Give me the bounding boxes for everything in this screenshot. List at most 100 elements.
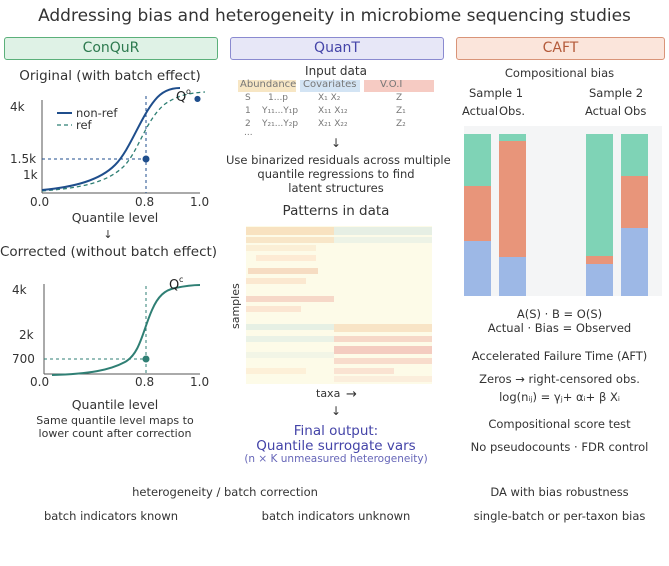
heatmap-ylabel: samples bbox=[229, 283, 242, 329]
xtick-b-0: 0.0 bbox=[30, 375, 49, 389]
s2-obs-blue bbox=[621, 228, 648, 296]
col-covariates: Covariates bbox=[303, 79, 357, 90]
ytick-1k: 1k bbox=[23, 168, 38, 182]
xtick-b-08: 0.8 bbox=[135, 375, 154, 389]
corrected-title: Corrected (without batch effect) bbox=[0, 244, 218, 260]
heat-cell bbox=[248, 268, 318, 274]
heat-cell bbox=[246, 237, 334, 243]
input-title: Input data bbox=[305, 64, 367, 78]
down-arrow: ↓ bbox=[103, 228, 113, 241]
nonref-curve bbox=[41, 87, 181, 191]
row-head-z: Z bbox=[396, 93, 403, 103]
heat-cell bbox=[246, 278, 306, 284]
heat-cell bbox=[246, 336, 334, 342]
row1-s: 1 bbox=[245, 106, 251, 116]
q-sup-bottom: c bbox=[179, 275, 183, 284]
original-title: Original (with batch effect) bbox=[19, 68, 201, 84]
ytick-4k: 4k bbox=[10, 100, 25, 114]
ytick-b-2k: 2k bbox=[19, 328, 34, 342]
heat-cell bbox=[246, 324, 334, 330]
s1-obs-orange bbox=[499, 141, 526, 257]
s1-actual: Actual bbox=[462, 104, 499, 118]
footer-quant-2: batch indicators unknown bbox=[261, 509, 411, 523]
col-abundance: Abundance bbox=[240, 79, 297, 90]
quant-arrow: ↓ bbox=[330, 136, 342, 150]
q-sup-top: o bbox=[186, 87, 191, 96]
quant-desc-1: Use binarized residuals across multiple bbox=[226, 153, 451, 167]
heat-cell bbox=[256, 255, 316, 261]
heat-cell bbox=[334, 237, 432, 243]
xlabel-top: Quantile level bbox=[71, 210, 159, 225]
final-label: Final output: bbox=[293, 423, 379, 439]
legend-ref: ref bbox=[76, 118, 93, 132]
heat-cell bbox=[246, 296, 334, 302]
row2-z: Z₂ bbox=[396, 119, 406, 129]
col-voi: V.O.I bbox=[380, 79, 403, 90]
voi-chip bbox=[364, 80, 434, 92]
s1-actual-green bbox=[464, 134, 491, 186]
heat-cell bbox=[334, 368, 394, 374]
s2-actual-orange bbox=[586, 256, 613, 264]
conqur-caption-2: lower count after correction bbox=[38, 427, 192, 440]
heat-cell bbox=[246, 245, 316, 251]
heatmap-xarrow: → bbox=[346, 387, 357, 402]
s2-obs-green bbox=[621, 134, 648, 176]
s1-actual-orange bbox=[464, 186, 491, 241]
caft-header: CAFT bbox=[456, 37, 665, 60]
log-equation: log(nᵢⱼ) = γⱼ+ αᵢ+ β Xᵢ bbox=[499, 390, 620, 404]
s2-actual-blue bbox=[586, 264, 613, 296]
s1-obs: Obs. bbox=[499, 104, 525, 118]
s2-actual-green bbox=[586, 134, 613, 256]
row-dots: ... bbox=[244, 128, 253, 138]
bias-equation-words: Actual · Bias = Observed bbox=[487, 321, 632, 335]
patterns-title: Patterns in data bbox=[282, 203, 390, 219]
comp-bias: Compositional bias bbox=[504, 66, 615, 80]
s1-actual-blue bbox=[464, 241, 491, 296]
footer-caft-2: single-batch or per-taxon bias bbox=[473, 509, 646, 523]
final-desc: (n × K unmeasured heterogeneity) bbox=[244, 453, 428, 465]
corrected-curve bbox=[51, 284, 201, 376]
ytick-b-4k: 4k bbox=[12, 283, 27, 297]
heat-cell bbox=[334, 346, 432, 354]
s1-obs-green bbox=[499, 134, 526, 141]
row2-y: Y₂₁...Y₂p bbox=[262, 119, 299, 129]
heatmap-xlabel: taxa bbox=[316, 387, 340, 400]
legend-nonref: non-ref bbox=[76, 106, 118, 120]
row-head-s: S bbox=[245, 93, 251, 103]
corrected-chart: Q c 4k 2k 700 0.0 0.8 1.0 bbox=[12, 275, 209, 389]
heat-cell bbox=[334, 336, 432, 342]
figure-title: Addressing bias and heterogeneity in mic… bbox=[38, 6, 631, 26]
row1-y: Y₁₁...Y₁p bbox=[262, 106, 299, 116]
ytick-b-700: 700 bbox=[12, 352, 35, 366]
footer-caft-1: DA with bias robustness bbox=[490, 485, 629, 499]
xlabel-bottom: Quantile level bbox=[71, 397, 159, 412]
xtick-08: 0.8 bbox=[135, 195, 154, 209]
q-label-top: Q bbox=[176, 90, 186, 105]
xtick-1: 1.0 bbox=[190, 195, 209, 209]
aft-label: Accelerated Failure Time (AFT) bbox=[471, 349, 648, 363]
heat-cell bbox=[334, 324, 432, 332]
row-head-x: X₁ X₂ bbox=[318, 93, 341, 103]
heat-cell bbox=[246, 306, 301, 312]
conqur-caption-1: Same quantile level maps to bbox=[36, 414, 194, 427]
quantile-point-bottom bbox=[142, 355, 150, 363]
sample2-label: Sample 2 bbox=[589, 86, 644, 100]
quantile-point bbox=[142, 155, 150, 163]
sample1-label: Sample 1 bbox=[469, 86, 524, 100]
conqur-header: ConQuR bbox=[4, 37, 218, 60]
heat-cell bbox=[334, 358, 432, 364]
xtick-0: 0.0 bbox=[30, 195, 49, 209]
covariates-chip bbox=[300, 80, 360, 92]
score-test: Compositional score test bbox=[488, 417, 631, 431]
patterns-heatmap: samples taxa → bbox=[229, 226, 432, 402]
s2-obs: Obs bbox=[624, 104, 647, 118]
abundance-chip bbox=[238, 80, 296, 92]
final-output: Quantile surrogate vars bbox=[256, 438, 416, 454]
quant-header: QuanT bbox=[230, 37, 444, 60]
quant-desc-2: quantile regressions to find bbox=[257, 167, 415, 181]
zeros-label: Zeros → right-censored obs. bbox=[479, 372, 640, 386]
row-head-p: 1...p bbox=[268, 93, 289, 103]
q-dot-top: ● bbox=[194, 94, 201, 103]
heat-cell bbox=[246, 227, 334, 235]
bias-equation: A(S) · B = O(S) bbox=[516, 307, 603, 321]
